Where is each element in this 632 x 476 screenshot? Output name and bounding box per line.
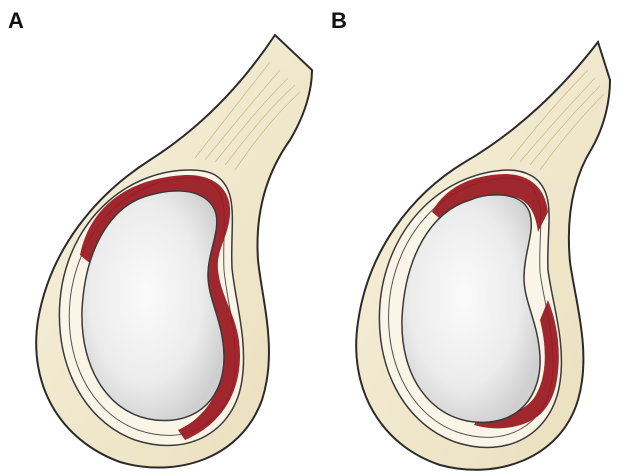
panel-b-drawing	[356, 42, 610, 470]
panel-b-label: B	[331, 10, 347, 32]
panel-a-label: A	[8, 10, 24, 32]
panel-a-drawing	[36, 35, 312, 468]
